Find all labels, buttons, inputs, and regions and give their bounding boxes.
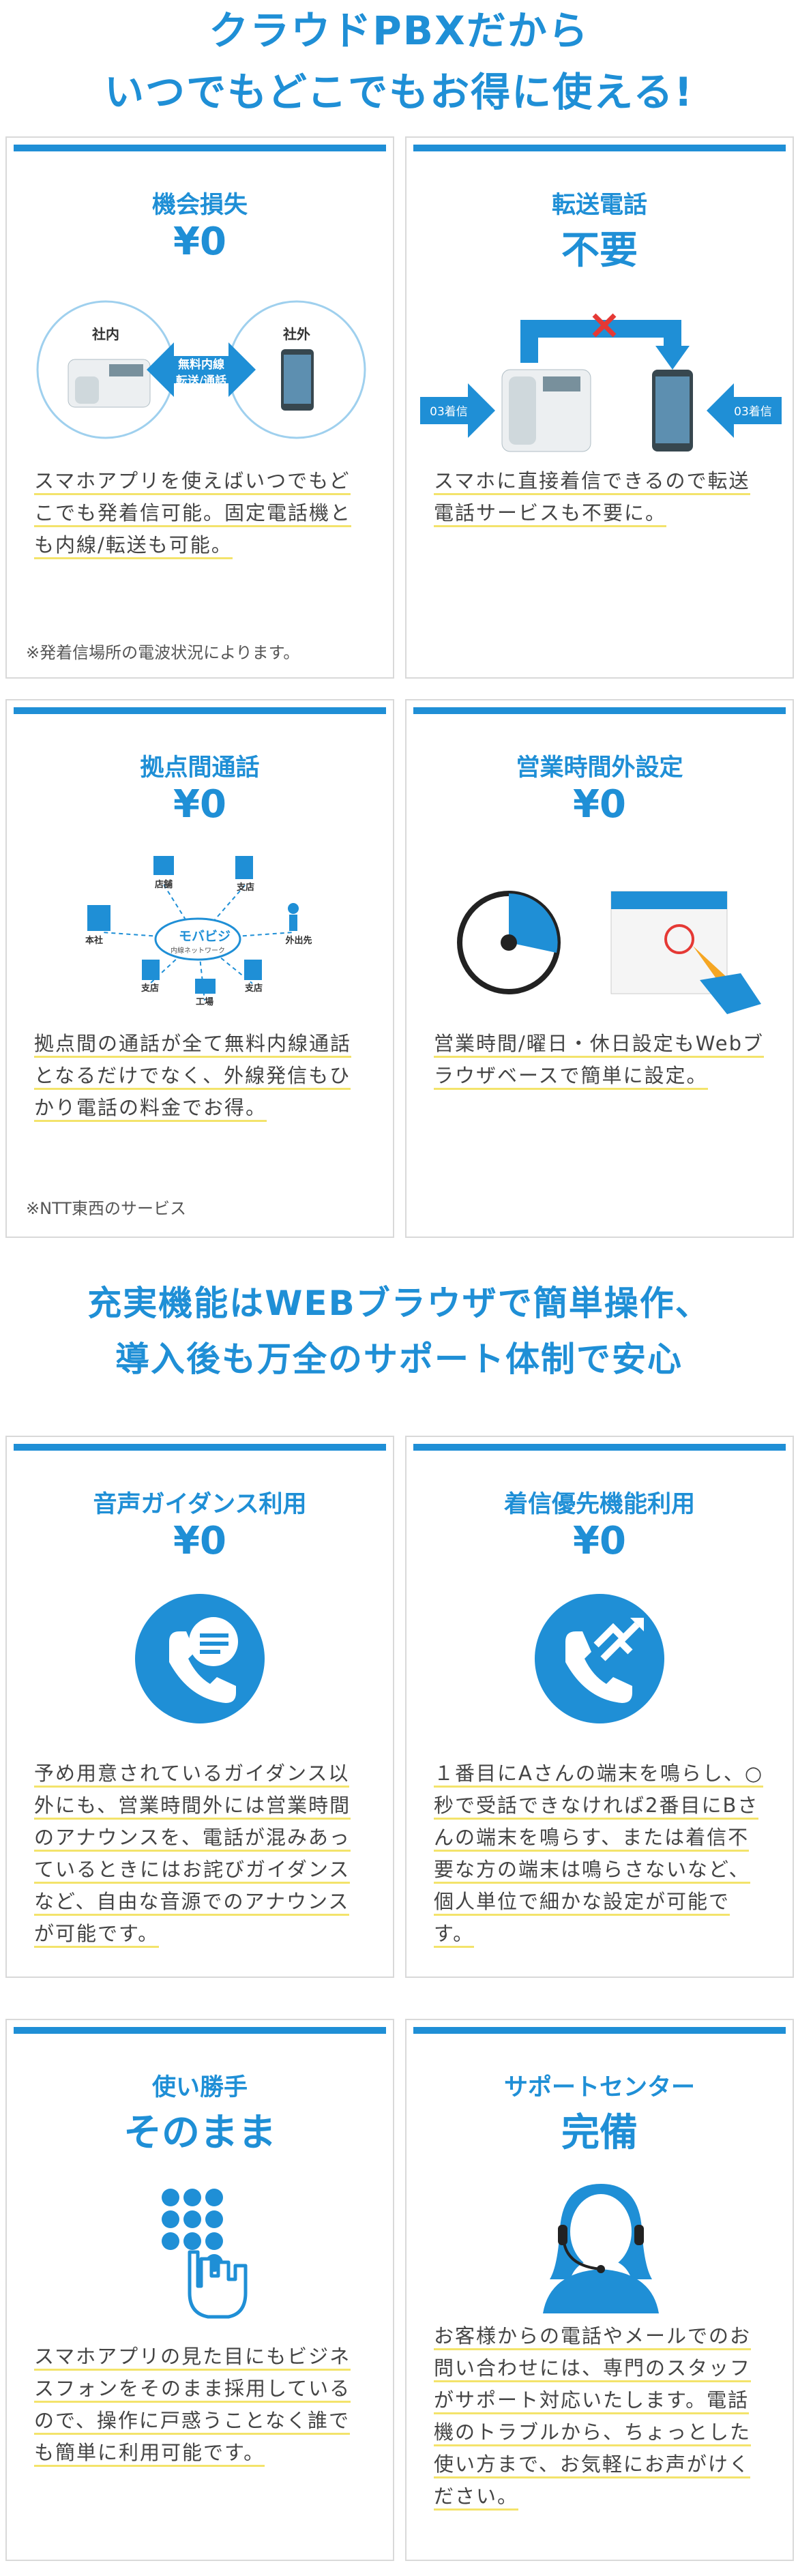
underlined-text: スマホアプリの見た目にもビジネスフォンをそのまま採用しているので、操作に戸惑うこ… [34, 2345, 351, 2467]
voice-guidance-illustration [7, 1594, 393, 1785]
card-description: スマホアプリを使えばいつでもどこでも発着信可能。固定電話機とも内線/転送も可能。 [34, 465, 366, 561]
card-description: １番目にAさんの端末を鳴らし、○秒で受話できなければ2番目にBさんの端末を鳴らす… [434, 1758, 765, 1950]
feature-card-after-hours: 営業時間外設定 ¥0 営業時間/曜日・休日設定もWebブラウザベースで簡単に設定… [405, 699, 794, 1238]
person-icon [289, 915, 297, 931]
label-external: 社外 [282, 326, 310, 342]
card-title: 転送電話 [551, 192, 647, 219]
underlined-text: １番目にAさんの端末を鳴らし、○秒で受話できなければ2番目にBさんの端末を鳴らす… [434, 1762, 764, 1948]
card-value: ¥0 [173, 782, 226, 827]
smartphone-icon [652, 370, 693, 451]
card-top-bar [413, 2027, 786, 2034]
building-icon [142, 960, 160, 980]
priority-ring-illustration [407, 1594, 793, 1785]
card-title: サポートセンター [503, 2074, 695, 2101]
internal-external-illustration: 社内 社外 無料内線 転送/通話 [7, 281, 393, 472]
card-value: ¥0 [173, 1519, 226, 1563]
keypad-illustration [7, 2177, 393, 2368]
support-illustration [407, 2177, 793, 2368]
phone-transfer-icon [535, 1594, 664, 1723]
hub-sublabel: 内線ネットワーク [171, 946, 225, 955]
card-description: スマホに直接着信できるので転送電話サービスも不要に。 [434, 465, 765, 529]
underlined-text: 営業時間/曜日・休日設定もWebブラウザベースで簡単に設定。 [434, 1032, 764, 1090]
headline-features: 充実機能はWEBブラウザで簡単操作、 導入後も万全のサポート体制で安心 [0, 1275, 798, 1387]
card-top-bar [14, 707, 386, 714]
card-title: 音声ガイダンス利用 [93, 1491, 307, 1518]
arrow-label-1: 無料内線 [178, 357, 224, 372]
card-value: 完備 [561, 2111, 638, 2155]
underlined-text: スマホアプリを使えばいつでもどこでも発着信可能。固定電話機とも内線/転送も可能。 [34, 469, 352, 559]
card-description: 営業時間/曜日・休日設定もWebブラウザベースで簡単に設定。 [434, 1028, 765, 1092]
underlined-text: 予め用意されているガイダンス以外にも、営業時間外には営業時間のアナウンスを、電話… [34, 1762, 351, 1948]
node-label: 店舗 [155, 879, 173, 890]
building-icon [244, 960, 262, 980]
desk-phone-icon [68, 359, 151, 408]
card-top-bar [14, 1444, 386, 1451]
feature-card-forwarding: 転送電話 不要 03着信 03着信 スマホに直接着信でき [405, 136, 794, 679]
card-top-bar [14, 145, 386, 151]
feature-card-voice-guidance: 音声ガイダンス利用 ¥0 予め用意されているガイダンス以外にも、営業時間外には営… [5, 1436, 394, 1978]
card-title: 使い勝手 [151, 2074, 248, 2101]
building-icon [87, 905, 110, 931]
card-top-bar [14, 2027, 386, 2034]
card-title: 機会損失 [151, 192, 248, 219]
feature-card-inter-office: 拠点間通話 ¥0 モバビジ 内線ネットワーク [5, 699, 394, 1238]
underlined-text: スマホに直接着信できるので転送電話サービスも不要に。 [434, 469, 750, 527]
card-description: 拠点間の通話が全て無料内線通話となるだけでなく、外線発信もひかり電話の料金でお得… [34, 1028, 366, 1124]
card-value: ¥0 [573, 782, 626, 827]
card-description: 予め用意されているガイダンス以外にも、営業時間外には営業時間のアナウンスを、電話… [34, 1758, 366, 1950]
card-title: 営業時間外設定 [516, 754, 683, 782]
arrow-label-2: 転送/通話 [176, 374, 226, 388]
card-value: 不要 [561, 228, 638, 273]
label-internal: 社内 [91, 326, 119, 342]
card-top-bar [413, 707, 786, 714]
incoming-tag-right: 03着信 [734, 405, 772, 419]
card-value: そのまま [123, 2111, 276, 2155]
node-label: 支店 [244, 983, 263, 994]
store-icon [153, 856, 174, 875]
keypad-hand-icon [162, 2189, 248, 2319]
clock-icon [457, 891, 561, 994]
headline-line: いつでもどこでもお得に使える! [104, 69, 694, 115]
network-illustration: モバビジ 内線ネットワーク 店舗 支店 本社 外出先 支店 工場 支店 [7, 844, 393, 1035]
node-label: 外出先 [284, 935, 312, 946]
clock-calendar-illustration [407, 844, 793, 1035]
smartphone-icon [281, 349, 314, 411]
factory-icon [195, 979, 216, 994]
desk-phone-icon [501, 369, 591, 452]
node-label: 本社 [85, 935, 103, 946]
card-top-bar [413, 1444, 786, 1451]
person-icon [288, 903, 299, 914]
node-label: 支店 [141, 983, 159, 994]
card-title: 拠点間通話 [140, 754, 260, 782]
direct-call-illustration: 03着信 03着信 [407, 281, 793, 472]
node-label: 支店 [236, 882, 254, 893]
underlined-text: お客様からの電話やメールでのお問い合わせには、専門のスタッフがサポート対応いたし… [434, 2324, 752, 2511]
card-note: ※NTT東西のサービス [26, 1199, 186, 1218]
feature-card-support-center: サポートセンター 完備 お客様からの電話やメールでのお問い合わせには、専門のスタ… [405, 2019, 794, 2561]
incoming-tag-left: 03着信 [430, 405, 468, 419]
headline-cloud-pbx: クラウドPBXだから いつでもどこでもお得に使える! [0, 0, 798, 123]
underlined-text: 拠点間の通話が全て無料内線通話となるだけでなく、外線発信もひかり電話の料金でお得… [34, 1032, 352, 1122]
cross-mark-icon [592, 313, 617, 338]
card-note: ※発着信場所の電波状況によります。 [26, 643, 300, 662]
card-description: スマホアプリの見た目にもビジネスフォンをそのまま採用しているので、操作に戸惑うこ… [34, 2341, 366, 2469]
headline-line: クラウドPBXだから [209, 8, 589, 54]
card-description: お客様からの電話やメールでのお問い合わせには、専門のスタッフがサポート対応いたし… [434, 2320, 765, 2513]
feature-card-priority-ring: 着信優先機能利用 ¥0 １番目にAさんの端末を鳴らし、○秒で受話できなければ2番… [405, 1436, 794, 1978]
feature-card-usability: 使い勝手 そのまま スマホアプリの見た目にもビジネスフォンをそのまま採用している… [5, 2019, 394, 2561]
headset-operator-icon [543, 2184, 659, 2313]
calendar-icon [610, 891, 761, 1014]
card-top-bar [413, 145, 786, 151]
card-value: ¥0 [173, 220, 226, 264]
headline-line: 導入後も万全のサポート体制で安心 [115, 1339, 683, 1379]
phone-chat-icon [135, 1594, 265, 1723]
headline-line: 充実機能はWEBブラウザで簡単操作、 [87, 1284, 711, 1323]
card-title: 着信優先機能利用 [503, 1491, 695, 1518]
node-label: 工場 [196, 996, 213, 1007]
card-value: ¥0 [573, 1519, 626, 1563]
building-icon [235, 856, 253, 879]
feature-card-opportunity-loss: 機会損失 ¥0 社内 社外 無料内線 転送/通話 スマホアプリを使えばいつでもど… [5, 136, 394, 679]
hub-label: モバビジ [179, 929, 231, 944]
